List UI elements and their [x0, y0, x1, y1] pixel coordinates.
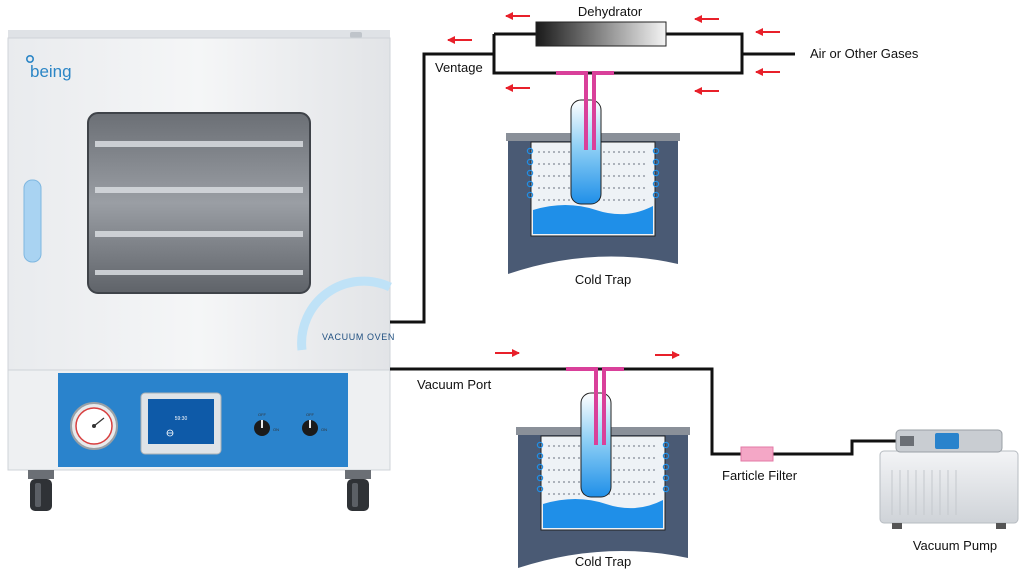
label-vacuum-port: Vacuum Port [417, 377, 492, 392]
oven-top [8, 30, 390, 40]
pump-inlet [900, 436, 914, 446]
trap-inner-tube [566, 367, 624, 445]
flow-arrows [447, 12, 780, 359]
switch-left-on: ON [273, 427, 279, 432]
label-cold-trap-bottom: Cold Trap [575, 554, 631, 569]
pump-blue-block [935, 433, 959, 449]
cooling-coils-left [536, 441, 544, 493]
label-vacuum-pump: Vacuum Pump [913, 538, 997, 553]
caster-left [28, 470, 54, 511]
pump-vents [891, 470, 957, 515]
trap-inner-tube [556, 71, 614, 150]
brand-logo: being [25, 54, 72, 81]
cooling-coils-left [526, 147, 534, 199]
switch-right: OFF ON [302, 412, 327, 436]
logo-ring-icon [25, 54, 34, 63]
oven-model-label: VACUUM OVEN [322, 332, 395, 342]
caster-right [345, 470, 371, 511]
oven-shelf [95, 187, 303, 193]
oven-window [87, 112, 311, 294]
pump-foot [996, 523, 1006, 529]
brand-name: being [30, 62, 72, 81]
cooling-coils-right [662, 441, 670, 493]
particle-filter [740, 446, 774, 462]
ventage-line [390, 52, 494, 324]
switch-right-on: ON [321, 427, 327, 432]
touch-screen: 59:30 [140, 392, 222, 455]
label-gases: Air or Other Gases [810, 46, 919, 61]
oven-shelf [95, 141, 303, 147]
cooling-coils-right [652, 147, 660, 199]
switch-right-off: OFF [306, 412, 315, 417]
label-particle-filter: Farticle Filter [722, 468, 798, 483]
label-cold-trap-top: Cold Trap [575, 272, 631, 287]
oven-shelf [95, 231, 303, 237]
pump-foot [892, 523, 902, 529]
pressure-gauge-icon [70, 402, 118, 450]
screen-value: 59:30 [175, 416, 188, 422]
vacuum-pump [879, 429, 1019, 529]
vacuum-oven: being VACUUM OVEN 59:30 [7, 30, 395, 511]
cold-trap-bottom: Cold Trap [516, 367, 690, 569]
oven-top-valve [350, 32, 362, 38]
trap-liquid [533, 205, 653, 234]
cold-trap-top: Cold Trap [506, 71, 680, 287]
pump-body [879, 450, 1019, 524]
decor-ring [297, 276, 392, 351]
dehydrator [535, 21, 667, 47]
trap-liquid [543, 499, 663, 528]
vacuum-line [390, 367, 902, 456]
oven-door-handle [23, 179, 42, 263]
switch-left: OFF ON [254, 412, 279, 436]
label-dehydrator: Dehydrator [578, 4, 643, 19]
fan-icon [166, 429, 174, 437]
oven-shelf [95, 270, 303, 275]
switch-left-off: OFF [258, 412, 267, 417]
label-ventage: Ventage [435, 60, 483, 75]
